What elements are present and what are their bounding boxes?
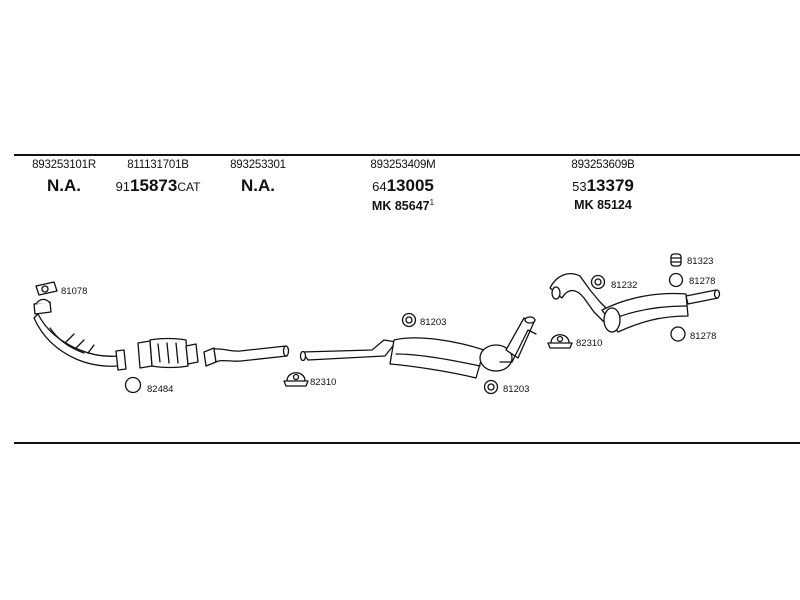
rubber-mount-icon [670, 253, 682, 267]
part-number-prefix: 53 [572, 178, 587, 194]
part-column-rear-silencer: 893253609B 5313379 MK 85124 [555, 159, 651, 212]
part-number-main: 13005 [386, 175, 434, 195]
not-available-label: N.A. [47, 175, 81, 195]
part-number: 6413005 [358, 177, 448, 195]
rear-silencer-icon [549, 273, 721, 333]
part-number: 5313379 [555, 177, 651, 195]
part-label: 81278 [689, 276, 715, 287]
clamp-icon [547, 334, 573, 349]
ring-icon [483, 379, 499, 395]
ring-icon [670, 326, 686, 342]
ring-icon [124, 376, 142, 394]
oe-number: 811131701B [127, 159, 189, 171]
part-label: 81078 [61, 286, 87, 297]
part-label: 82484 [147, 384, 173, 395]
clamp-icon [283, 372, 309, 387]
ring-icon [401, 312, 417, 328]
mk-number: MK 856471 [358, 197, 448, 213]
oe-number: 893253609B [571, 159, 635, 171]
front-pipe-icon [33, 298, 127, 371]
part-label: 81278 [690, 331, 716, 342]
part-number-main: 15873 [130, 175, 178, 195]
part-label: 82310 [310, 377, 336, 388]
part-column-catalyst: 811131701B 9115873CAT [112, 159, 204, 195]
gasket-icon [35, 281, 58, 296]
part-number-suffix: CAT [177, 179, 201, 194]
part-number-prefix: 91 [115, 178, 131, 194]
oe-number: 893253101R [32, 159, 96, 171]
oe-number: 893253409M [370, 159, 436, 171]
part-label: 81203 [503, 384, 529, 395]
bottom-divider [14, 442, 800, 444]
part-number-main: 13379 [586, 175, 634, 195]
part-column-middle-silencer: 893253409M 6413005 MK 856471 [358, 159, 448, 213]
catalytic-converter-icon [137, 337, 199, 369]
mk-footnote-mark: 1 [429, 197, 435, 207]
part-label: 81323 [687, 256, 713, 267]
top-divider [14, 154, 800, 156]
mk-number: MK 85124 [574, 197, 632, 212]
not-available-label: N.A. [241, 175, 275, 195]
middle-silencer-icon [299, 316, 537, 379]
part-number: 9115873CAT [112, 177, 204, 195]
part-label: 82310 [576, 338, 602, 349]
mk-number-text: MK 85647 [371, 198, 430, 213]
part-label: 81203 [420, 317, 446, 328]
oe-number: 893253301 [230, 159, 286, 171]
part-label: 81232 [611, 280, 637, 291]
ring-icon [590, 274, 606, 290]
part-column-intermediate-pipe: 893253301 N.A. [222, 159, 294, 195]
part-column-front-pipe: 893253101R N.A. [28, 159, 100, 195]
ring-icon [668, 272, 684, 288]
part-number-prefix: 64 [372, 178, 387, 194]
intermediate-pipe-icon [203, 345, 290, 367]
